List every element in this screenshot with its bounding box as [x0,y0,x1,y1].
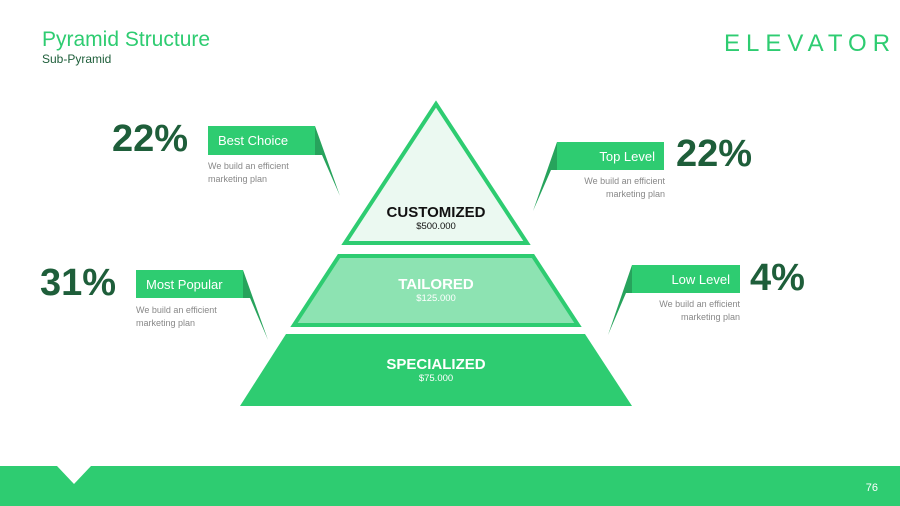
logo: ELEVATOR [724,30,897,57]
top-level-banner [557,142,664,170]
top-level-flap [533,142,557,211]
pyramid-tier-middle [290,254,582,327]
desc-line: We build an efficient [136,305,217,315]
page-number: 76 [865,482,878,494]
desc-line: marketing plan [605,189,665,199]
tier-customized: CUSTOMIZED $500.000 [286,204,586,232]
percent-most-popular: 31% [40,262,117,304]
desc-line: marketing plan [680,312,740,322]
most-popular-banner [136,270,243,298]
label-top-level: Top Level [599,149,655,164]
low-level-banner [632,265,740,293]
tier-price: $75.000 [418,373,454,384]
footer-band [0,466,900,506]
desc-most-popular: We build an efficient marketing plan [136,304,217,330]
tier-price: $500.000 [416,221,456,232]
pyramid-tier-bottom [240,334,632,406]
desc-line: marketing plan [208,174,268,184]
tier-name: SPECIALIZED [386,356,486,373]
desc-line: We build an efficient [208,161,289,171]
tier-price: $125.000 [416,293,456,304]
desc-top-level: We build an efficient marketing plan [540,175,665,201]
page-subtitle: Sub-Pyramid [42,52,112,66]
tier-name: TAILORED [398,276,474,293]
footer-notch [57,466,91,484]
percent-top-level: 22% [676,133,753,175]
desc-line: We build an efficient [584,176,665,186]
pyramid-tier-top [341,100,531,245]
best-choice-banner [208,126,315,155]
most-popular-flap [243,270,268,340]
low-level-flap [608,265,632,335]
percent-best-choice: 22% [112,118,189,160]
desc-line: We build an efficient [659,299,740,309]
label-most-popular: Most Popular [146,277,223,292]
desc-low-level: We build an efficient marketing plan [615,298,740,324]
desc-best-choice: We build an efficient marketing plan [208,160,289,186]
best-choice-flap [315,126,340,196]
page-title: Pyramid Structure [42,28,211,51]
label-best-choice: Best Choice [218,133,289,148]
desc-line: marketing plan [136,318,196,328]
percent-low-level: 4% [750,257,805,299]
tier-tailored: TAILORED $125.000 [286,276,586,304]
tier-specialized: SPECIALIZED $75.000 [286,356,586,384]
label-low-level: Low Level [671,272,730,287]
tier-name: CUSTOMIZED [386,204,486,221]
